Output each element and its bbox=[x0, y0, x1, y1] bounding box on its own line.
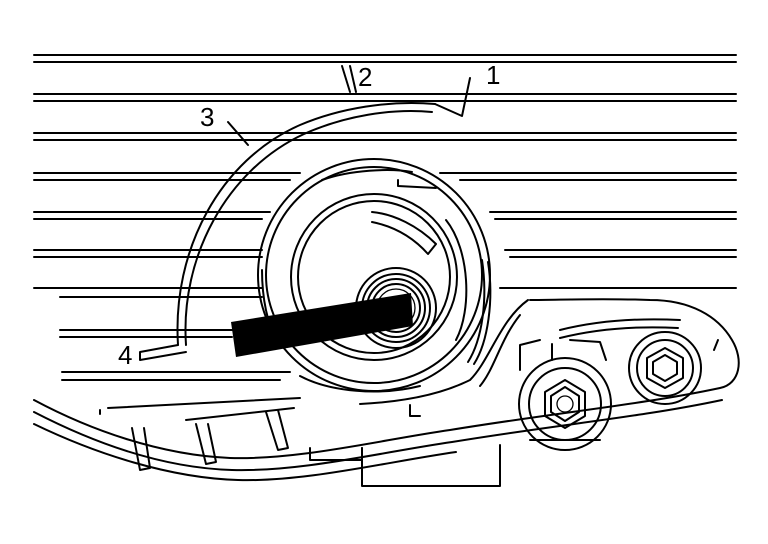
hex-nut-icon bbox=[569, 331, 719, 405]
callout-2: 2 bbox=[358, 62, 372, 92]
tool-bar-icon bbox=[231, 293, 413, 357]
retaining-clips bbox=[131, 407, 295, 471]
housing-fins bbox=[33, 54, 737, 381]
callout-4: 4 bbox=[118, 340, 132, 370]
outer-cover-outline bbox=[139, 65, 471, 361]
callout-labels: 1 2 3 4 bbox=[118, 60, 500, 370]
hex-bolt-icon bbox=[518, 339, 612, 451]
callout-1: 1 bbox=[486, 60, 500, 90]
ring-assembly bbox=[257, 158, 492, 393]
callout-3: 3 bbox=[200, 102, 214, 132]
mounting-tab bbox=[309, 444, 501, 487]
